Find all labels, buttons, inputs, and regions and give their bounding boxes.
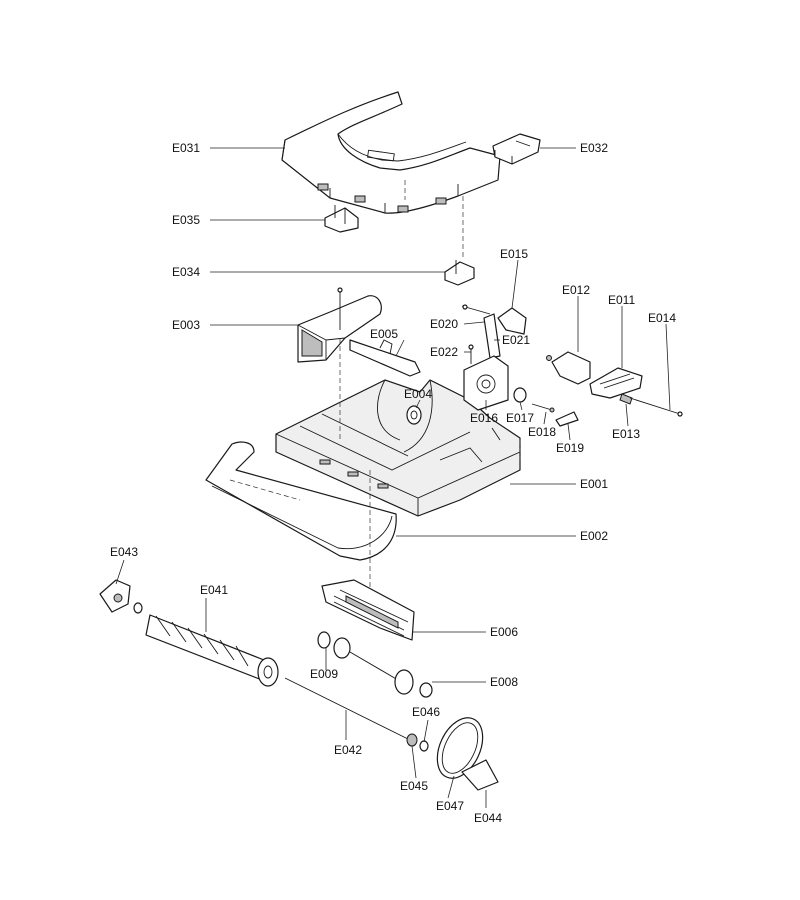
part-e045-bearing [406,733,418,747]
label-e044: E044 [474,811,502,825]
label-e047: E047 [436,799,464,813]
label-e003: E003 [172,318,200,332]
part-e019-spring-clip [555,411,579,427]
assembly-lines [229,180,521,590]
part-e017-ring [513,387,527,403]
label-e002: E002 [580,529,608,543]
label-e034: E034 [172,265,200,279]
label-e009: E009 [310,667,338,681]
part-e012-lever [546,351,591,385]
label-e022: E022 [430,345,458,359]
part-e021-plate [483,313,501,359]
part-e013-spring [619,393,633,405]
part-e035-clip [324,205,359,233]
label-e015: E015 [500,247,528,261]
part-e047-belt [436,717,484,779]
label-e008: E008 [490,675,518,689]
part-e042-shaft [284,677,411,741]
label-e006: E006 [490,625,518,639]
part-e022-screw [468,344,474,364]
part-e009-ring [317,631,331,649]
part-e014-shaft [629,397,683,417]
part-e020-pins [461,304,491,315]
part-e005-strip [349,339,421,377]
label-e012: E012 [562,283,590,297]
part-e046-washer [419,740,429,752]
label-e042: E042 [334,743,362,757]
label-e004: E004 [404,387,432,401]
label-e018: E018 [528,425,556,439]
label-e011: E011 [608,293,635,307]
label-e045: E045 [400,779,428,793]
part-e034-clip [444,260,475,286]
label-e032: E032 [580,141,608,155]
label-e046: E046 [412,705,440,719]
part-e003-air-duct [297,287,382,363]
label-e013: E013 [612,427,640,441]
label-e016: E016 [470,411,498,425]
part-e044-cover-piece [461,759,499,791]
label-e043: E043 [110,545,138,559]
part-e001-base-housing [275,379,521,517]
part-e011-pedal [589,367,643,399]
leader-lines [115,147,671,808]
part-e041-brush-roll [145,614,279,687]
label-e021: E021 [502,333,530,347]
label-e041: E041 [200,583,228,597]
part-e032-latch [492,133,541,165]
label-e019: E019 [556,441,584,455]
part-e031-top-cover [281,91,501,214]
label-e020: E020 [430,317,458,331]
label-e031: E031 [172,141,200,155]
label-e005: E005 [370,327,398,341]
part-e015-bracket [497,307,527,335]
part-e018-pin [531,403,555,413]
part-e002-bumper [205,441,397,561]
label-e014: E014 [648,311,676,325]
label-e017: E017 [506,411,534,425]
part-e006-grille-plate [321,579,415,641]
part-e004-roller [406,405,422,425]
part-labels: E031 E032 E035 E034 E015 E012 E011 E014 … [110,141,676,825]
label-e035: E035 [172,213,200,227]
part-e016-switch-housing [463,355,509,411]
part-e008-axle-assembly [333,637,433,698]
part-e043-end-cap [99,579,143,614]
label-e001: E001 [580,477,608,491]
